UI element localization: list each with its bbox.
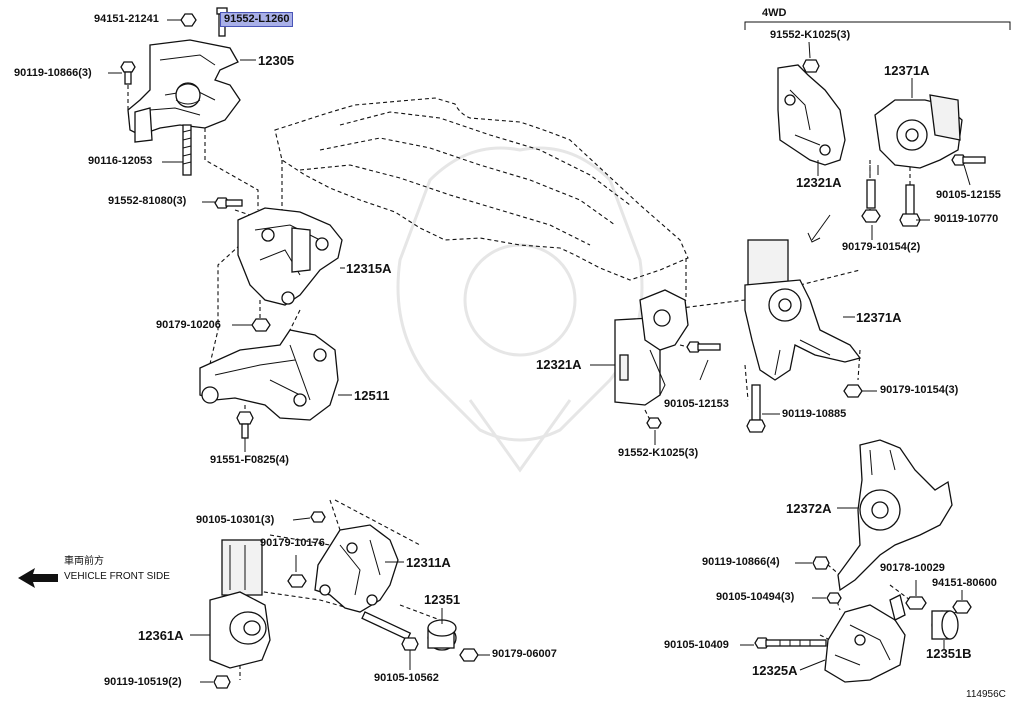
leader-lines: [108, 19, 971, 683]
bolt-91552-K1025-mid: [646, 417, 662, 429]
bolt-91552-K1025-top: [802, 59, 820, 73]
nut-90179-10206: [251, 318, 271, 332]
bolt-90105-10409: [754, 637, 827, 649]
figure-code: 114956C: [966, 689, 1006, 700]
bolt-90119-10885: [746, 384, 766, 433]
nut-94151-80600: [952, 600, 972, 614]
label-12305[interactable]: 12305: [258, 53, 295, 68]
part-12315A-bracket: [237, 207, 343, 306]
label-12351[interactable]: 12351: [424, 592, 461, 607]
part-12311A: [314, 524, 399, 613]
label-90105-10562[interactable]: 90105-10562: [374, 672, 439, 684]
bolt-91551-F0825: [236, 411, 254, 439]
label-12372A[interactable]: 12372A: [786, 501, 832, 516]
label-12311A[interactable]: 12311A: [406, 555, 451, 570]
front-note-jp: 車両前方: [64, 556, 104, 567]
label-90179-10154-3[interactable]: 90179-10154(3): [880, 384, 959, 396]
engine-outline: [274, 97, 689, 311]
part-12371A-top: [869, 94, 963, 175]
nut-90179-10176: [287, 574, 307, 588]
label-91552-K1025-3-top[interactable]: 91552-K1025(3): [770, 29, 851, 41]
label-90105-12155[interactable]: 90105-12155: [936, 189, 1001, 201]
nut-90179-06007: [459, 648, 479, 662]
bolt-90119-10770: [899, 184, 921, 227]
label-90105-10409[interactable]: 90105-10409: [664, 639, 729, 651]
label-90105-10494-3[interactable]: 90105-10494(3): [716, 591, 795, 603]
bolt-90105-10301: [310, 511, 326, 523]
bolt-90119-10866-lower: [812, 556, 830, 570]
front-note-en: VEHICLE FRONT SIDE: [64, 571, 170, 582]
label-12325A[interactable]: 12325A: [752, 663, 798, 678]
label-90178-10029[interactable]: 90178-10029: [880, 562, 945, 574]
bolt-90116-12053: [182, 124, 192, 176]
bolt-90105-10494: [826, 592, 842, 604]
bolt-90105-10562: [361, 611, 419, 651]
label-12321A-top[interactable]: 12321A: [796, 175, 842, 190]
header-4wd: 4WD: [762, 7, 787, 19]
vehicle-front-arrow: [18, 568, 58, 588]
part-12325A-pin: [889, 594, 906, 621]
part-12321A-mid: [614, 289, 689, 406]
label-90119-10885[interactable]: 90119-10885: [782, 408, 847, 420]
label-90179-10206[interactable]: 90179-10206: [156, 319, 221, 331]
label-91552-K1025-3-mid[interactable]: 91552-K1025(3): [618, 447, 699, 459]
label-90116-12053[interactable]: 90116-12053: [88, 155, 153, 167]
label-90179-06007[interactable]: 90179-06007: [492, 648, 557, 660]
label-91552-L1260-highlighted[interactable]: 91552-L1260: [220, 12, 294, 27]
label-12371A-mid[interactable]: 12371A: [856, 310, 902, 325]
label-12371A-top[interactable]: 12371A: [884, 63, 930, 78]
label-90119-10866-4[interactable]: 90119-10866(4): [702, 556, 780, 568]
4wd-bracket: [744, 21, 1011, 30]
label-94151-21241[interactable]: 94151-21241: [94, 13, 159, 25]
direction-arrow: [807, 214, 831, 243]
nut-90179-10154-2: [861, 179, 881, 223]
part-12361A: [209, 539, 271, 669]
bolt-90105-12153: [686, 341, 721, 353]
part-12305-mount: [127, 39, 241, 143]
label-90105-10301-3[interactable]: 90105-10301(3): [196, 514, 275, 526]
nut-90178-10029: [905, 596, 927, 610]
label-91552-81080-3[interactable]: 91552-81080(3): [108, 195, 187, 207]
label-12361A[interactable]: 12361A: [138, 628, 184, 643]
bolt-90105-12155: [951, 154, 986, 166]
label-90179-10176[interactable]: 90179-10176: [260, 537, 325, 549]
nut-94151-21241: [180, 13, 197, 27]
part-12325A: [824, 604, 906, 683]
label-12315A[interactable]: 12315A: [346, 261, 392, 276]
part-12351-bushing: [427, 619, 457, 651]
part-12321A-top: [777, 64, 846, 166]
label-90119-10866-3[interactable]: 90119-10866(3): [14, 67, 92, 79]
part-12511-bracket: [199, 329, 339, 421]
part-12372A: [837, 439, 953, 592]
bolt-90119-10866-upper: [120, 61, 136, 85]
watermark-emblem: [396, 146, 644, 473]
label-12321A-mid[interactable]: 12321A: [536, 357, 582, 372]
label-91551-F0825-4[interactable]: 91551-F0825(4): [210, 454, 289, 466]
label-90119-10770[interactable]: 90119-10770: [934, 213, 999, 225]
bolt-91552-81080: [214, 197, 243, 209]
label-90105-12153[interactable]: 90105-12153: [664, 398, 729, 410]
label-90179-10154-2[interactable]: 90179-10154(2): [842, 241, 921, 253]
label-94151-80600[interactable]: 94151-80600: [932, 577, 997, 589]
label-90119-10519-2[interactable]: 90119-10519(2): [104, 676, 182, 688]
part-12351B-bushing: [931, 610, 959, 640]
label-12511[interactable]: 12511: [354, 388, 390, 403]
bolt-90119-10519: [213, 675, 231, 689]
part-12371A-mid: [744, 239, 862, 381]
label-12351B[interactable]: 12351B: [926, 646, 972, 661]
nut-90179-10154-3: [843, 384, 863, 398]
